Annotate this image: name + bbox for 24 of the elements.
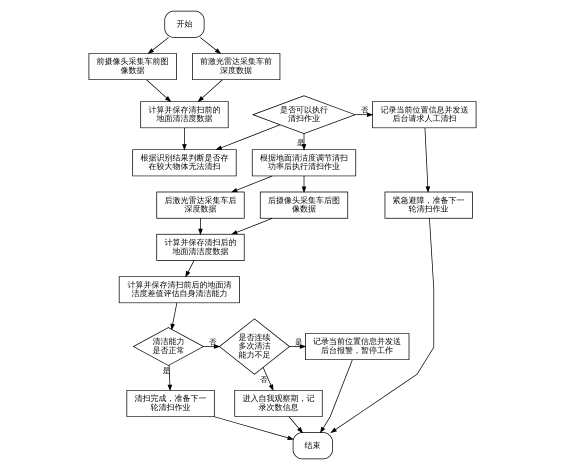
arrow bbox=[354, 112, 374, 117]
arrow bbox=[230, 218, 273, 235]
arrow bbox=[198, 218, 203, 236]
arrow bbox=[170, 302, 178, 330]
arrow bbox=[200, 37, 222, 54]
arrow bbox=[320, 360, 353, 434]
arrow bbox=[168, 365, 172, 392]
edge-label: 否 bbox=[361, 106, 368, 115]
arrow bbox=[198, 79, 223, 102]
arrow bbox=[302, 176, 306, 194]
arrow bbox=[182, 128, 187, 151]
edge-label: 否 bbox=[209, 337, 216, 346]
arrow bbox=[424, 128, 430, 193]
arrow bbox=[215, 124, 280, 150]
arrow bbox=[148, 37, 169, 54]
arrow bbox=[213, 416, 294, 440]
arrow bbox=[288, 416, 304, 434]
arrow bbox=[185, 260, 194, 278]
arrow bbox=[302, 134, 306, 151]
arrow bbox=[330, 218, 434, 434]
arrow bbox=[146, 79, 172, 102]
arrow bbox=[262, 367, 274, 392]
edge-label: 否 bbox=[260, 375, 267, 384]
arrow bbox=[203, 344, 220, 349]
